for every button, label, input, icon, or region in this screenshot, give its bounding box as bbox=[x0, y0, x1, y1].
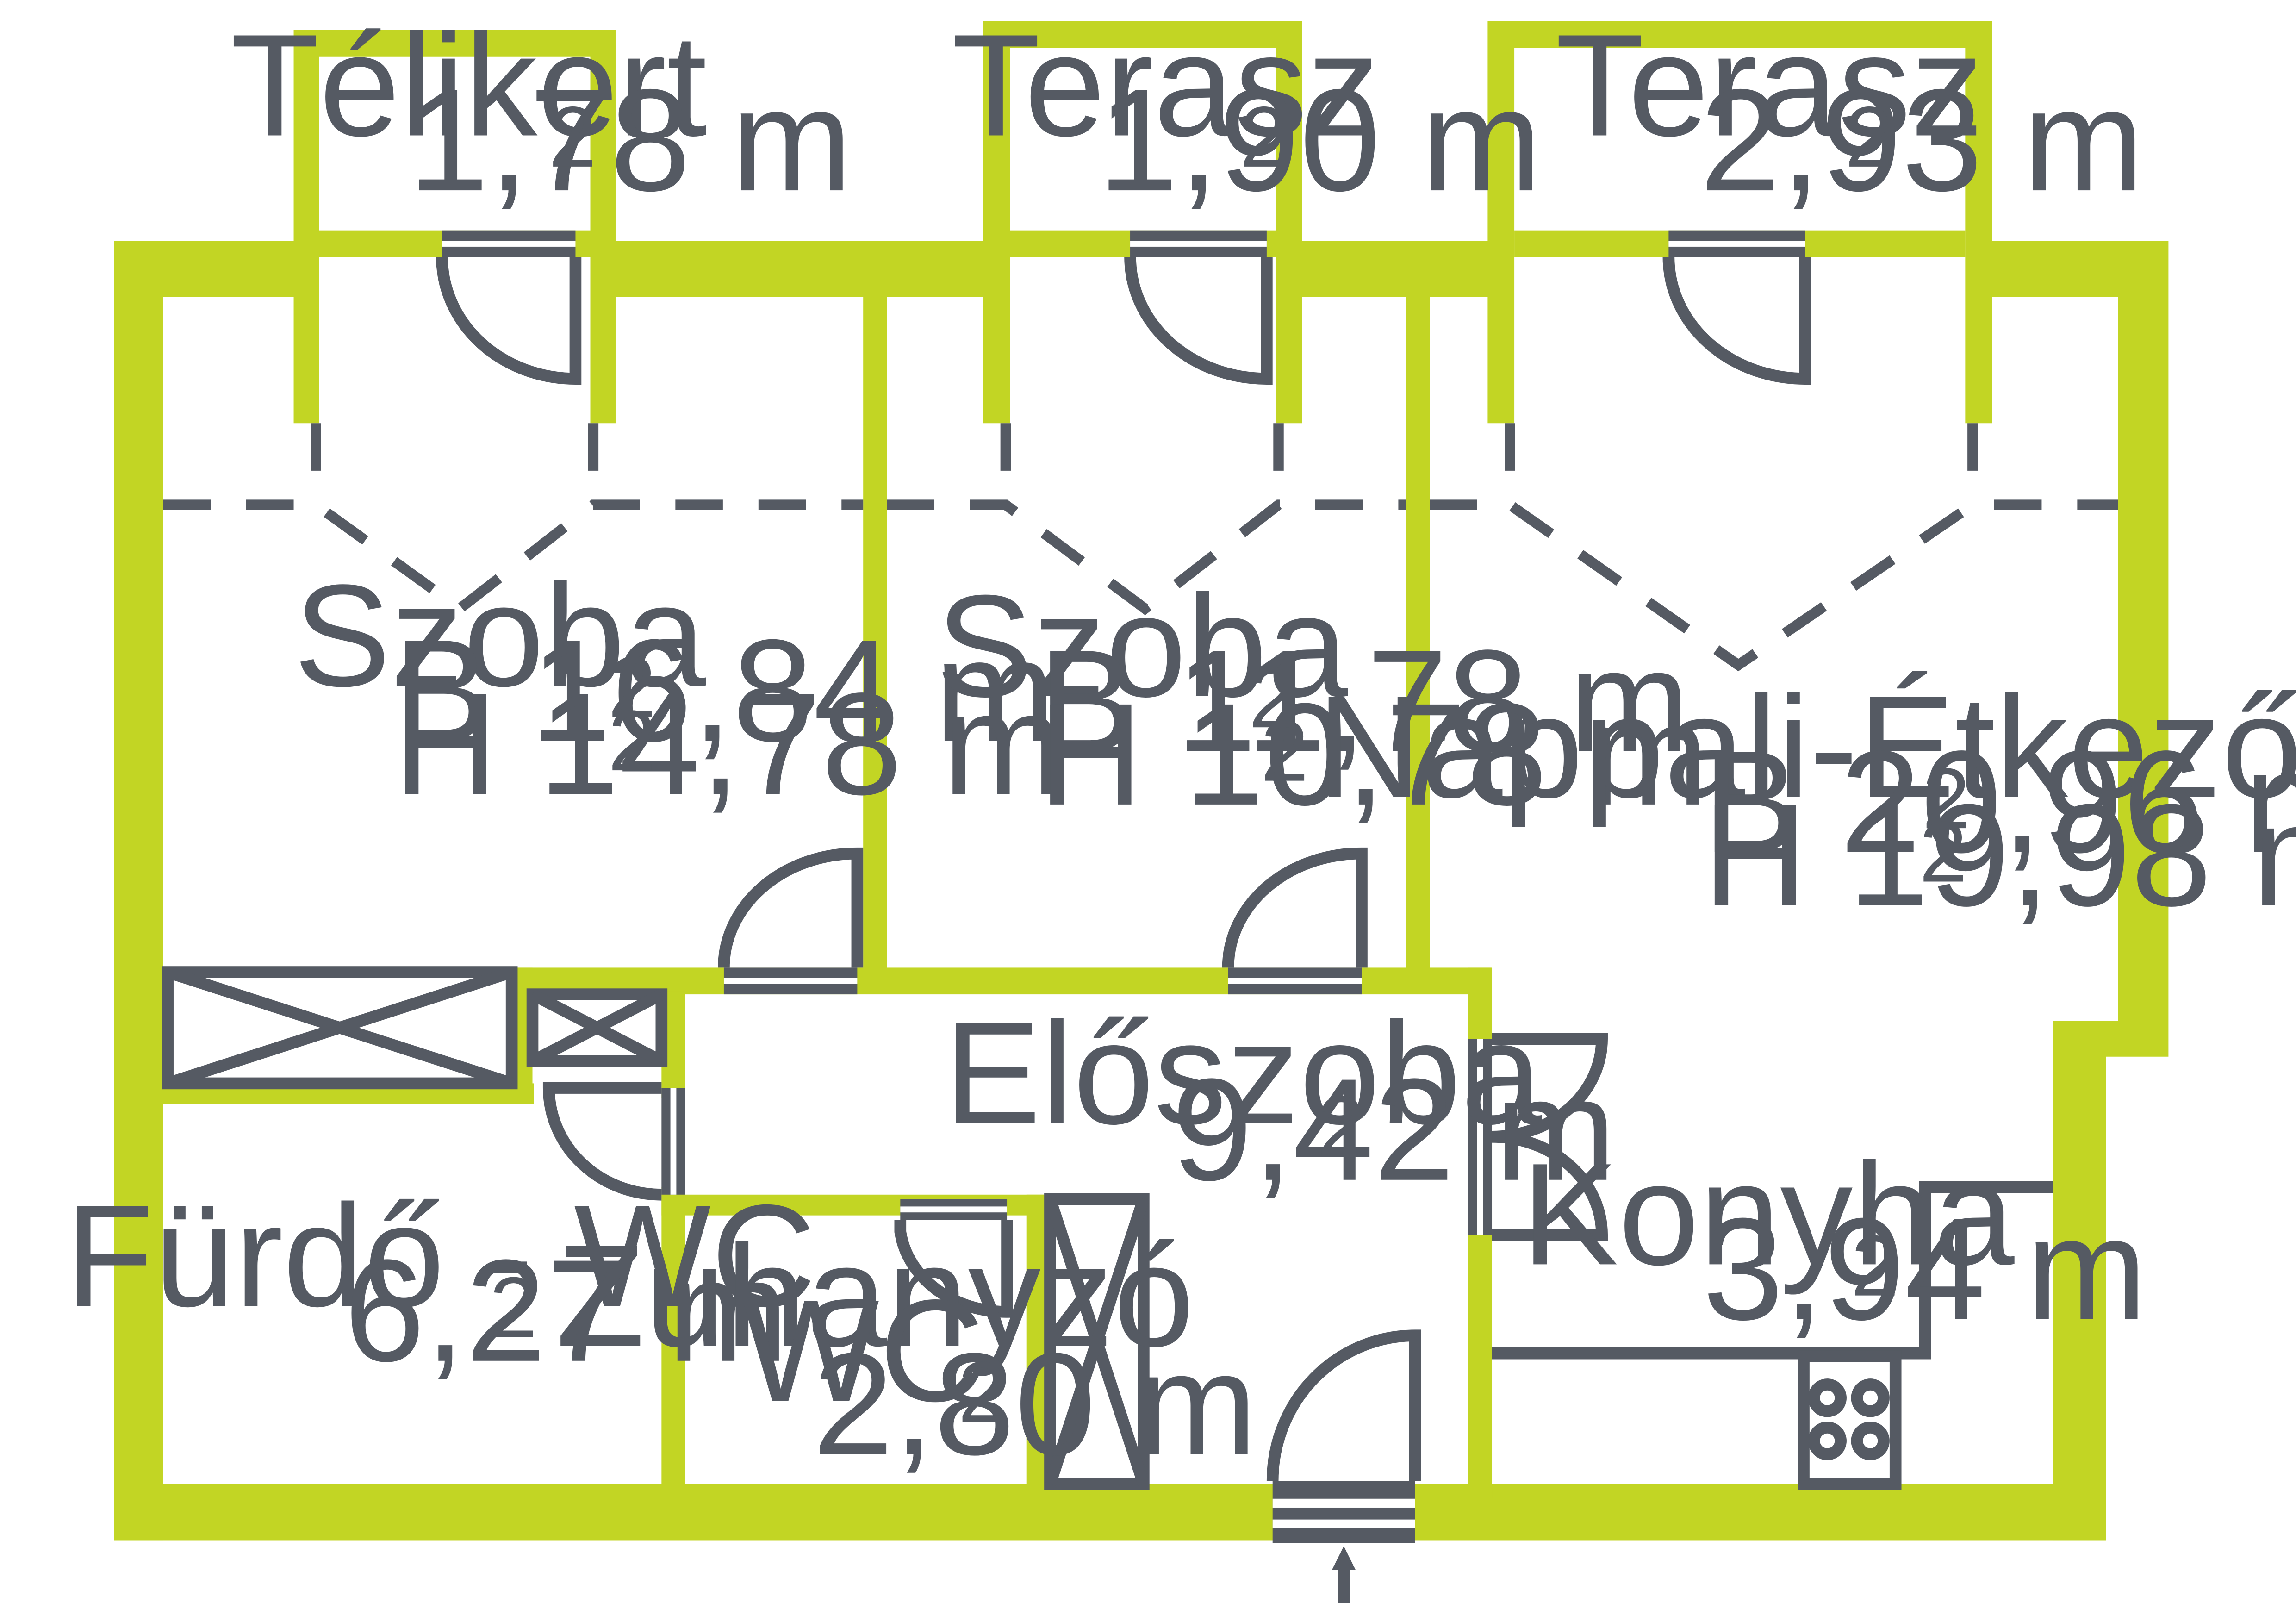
room-area-h-szoba1: H 14,78 m bbox=[393, 662, 1064, 825]
unit-sup: 2 bbox=[1317, 1079, 1365, 1174]
wardrobe-szoba bbox=[162, 966, 518, 1090]
room-name-zuhanyzo: Zuhanyzó bbox=[556, 1215, 1194, 1378]
unit-sup: 2 bbox=[1240, 89, 1288, 185]
storage-cabinet bbox=[526, 988, 668, 1067]
room-name-telikert: Télikert bbox=[230, 4, 708, 167]
bay-line-left bbox=[163, 499, 864, 615]
bay-lines bbox=[163, 423, 2118, 672]
unit-sup: 2 bbox=[1249, 650, 1296, 746]
room-name2-zuhanyzo: WC bbox=[742, 1269, 984, 1432]
unit-sup: 2 bbox=[1922, 751, 1970, 847]
door-terasz2 bbox=[1662, 230, 1811, 385]
door-furdo bbox=[542, 1082, 685, 1201]
wall-szoba-divider bbox=[863, 297, 887, 980]
kitchen-counter bbox=[1492, 1181, 2053, 1360]
unit-sup: 2 bbox=[958, 1344, 1006, 1440]
unit-sup: 2 bbox=[1261, 704, 1308, 799]
room-area-b-nappali: B 20,96 m bbox=[1703, 720, 2296, 883]
room-area-terasz1: 1,90 m bbox=[1098, 59, 1542, 221]
bay-line-right bbox=[1430, 499, 2118, 672]
door-nappali-double bbox=[1468, 1033, 1608, 1241]
unit-sup: 2 bbox=[1845, 89, 1893, 185]
door-entrance bbox=[1266, 1329, 1421, 1543]
room-area-telikert: 1,78 m bbox=[408, 59, 852, 221]
entrance-arrow bbox=[1332, 1546, 1356, 1603]
wardrobe-eloszoba bbox=[1044, 1193, 1150, 1490]
room-area-terasz2: 2,93 m bbox=[1700, 59, 2144, 221]
unit-sup: 2 bbox=[1851, 1218, 1899, 1314]
room-area-h-szoba2: H 10,78 m bbox=[1038, 673, 1709, 836]
room-area-h-nappali: H 19,98 m bbox=[1703, 774, 2296, 936]
unit-sup: 2 bbox=[549, 89, 597, 185]
wall-furdo-right bbox=[661, 1187, 685, 1499]
unit-sup: 2 bbox=[608, 693, 656, 789]
unit-sup: 2 bbox=[608, 640, 656, 736]
door-szoba2 bbox=[1222, 847, 1368, 995]
outer-wall-top-mid2 bbox=[1278, 241, 1510, 297]
room-area-b-szoba2: B 11,78 m bbox=[1038, 620, 1690, 782]
room-area-furdo: 6,27 m bbox=[344, 1229, 789, 1392]
doors bbox=[436, 230, 1811, 1543]
outer-wall-bottom bbox=[114, 1484, 2106, 1541]
outer-wall-top-left bbox=[114, 241, 316, 1541]
room-area-zuhanyzo: 2,80 m bbox=[813, 1323, 1257, 1485]
room-name-terasz2: Terasz bbox=[1556, 4, 1984, 167]
unit-sup: 2 bbox=[1919, 805, 1967, 900]
door-szoba1 bbox=[718, 847, 864, 995]
room-labels: Télikert 1,78 m 2 Terasz 1,90 m 2 Terasz… bbox=[65, 4, 2296, 1485]
door-zuhanyzo bbox=[894, 1199, 1013, 1318]
room-area-konyha: 3,94 m bbox=[1703, 1188, 2147, 1350]
unit-sup: 2 bbox=[490, 1260, 537, 1355]
bay-line-mid bbox=[887, 499, 1406, 615]
outer-wall-top-right bbox=[1972, 241, 2169, 1541]
room-name-konyha: Konyha bbox=[1522, 1133, 2016, 1296]
room-area-eloszoba: 9,42 m bbox=[1172, 1048, 1616, 1211]
room-name-terasz1: Terasz bbox=[952, 4, 1380, 167]
outer-wall-top-mid1 bbox=[593, 241, 1006, 297]
wall-nappali-divider bbox=[1406, 297, 1430, 980]
fixtures bbox=[162, 966, 2053, 1603]
room-area-b-szoba1: B 16,84 m bbox=[393, 609, 1056, 772]
door-telikert bbox=[436, 230, 582, 385]
room-name-szoba1: Szoba bbox=[294, 555, 707, 717]
door-terasz1 bbox=[1124, 230, 1273, 385]
room-name-nappali: Nappali-Étkező bbox=[1317, 666, 2296, 829]
room-name-eloszoba: Előszoba bbox=[944, 992, 1543, 1154]
room-name-szoba2: Szoba bbox=[936, 565, 1349, 727]
room-name-furdo: Fürdő - WC bbox=[65, 1174, 816, 1337]
stove bbox=[1798, 1350, 1902, 1490]
